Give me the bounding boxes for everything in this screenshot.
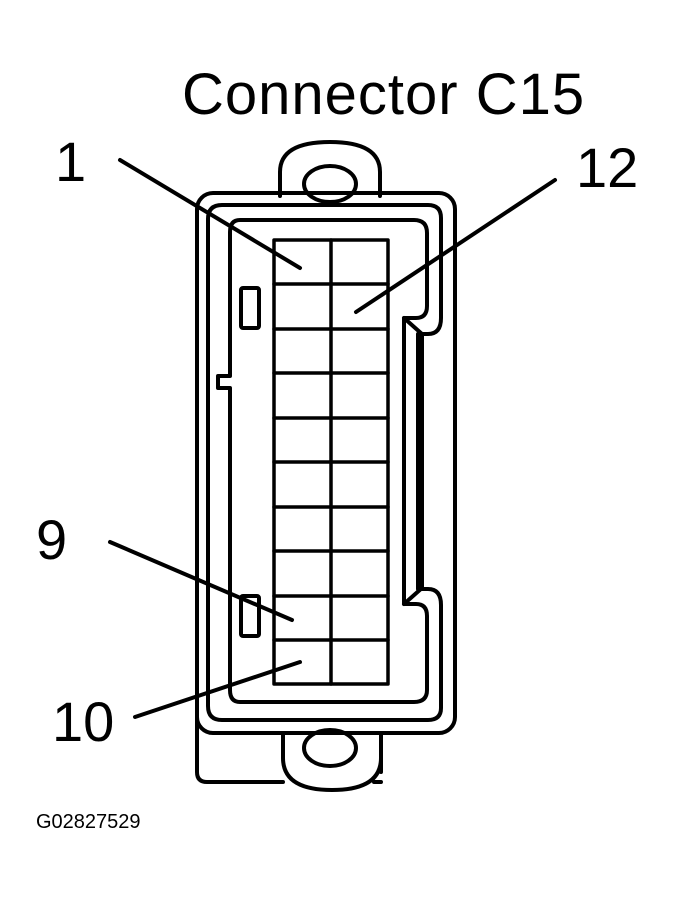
terminal-grid (272, 238, 390, 686)
polarization-key-top (239, 286, 261, 330)
locking-latch (402, 316, 424, 606)
figure-code: G02827529 (36, 811, 141, 833)
pin-9-label: 9 (36, 508, 68, 571)
polarization-key-bottom (239, 594, 261, 638)
pin-1-label: 1 (55, 130, 87, 193)
inner-housing-wall (206, 203, 443, 722)
pin-10-label: 10 (52, 690, 115, 753)
pin-12-label: 12 (576, 136, 639, 199)
pin-10-leader (133, 660, 302, 719)
pin-12-leader (354, 178, 557, 314)
top-mounting-ear (278, 140, 382, 204)
outer-housing (195, 191, 457, 735)
rear-housing (195, 710, 383, 784)
pin-1-leader (118, 158, 302, 270)
terminal-cavity (216, 218, 429, 704)
pin-9-leader (108, 540, 294, 622)
connector-title: Connector C15 (182, 62, 586, 127)
bottom-mounting-ear (281, 728, 383, 792)
